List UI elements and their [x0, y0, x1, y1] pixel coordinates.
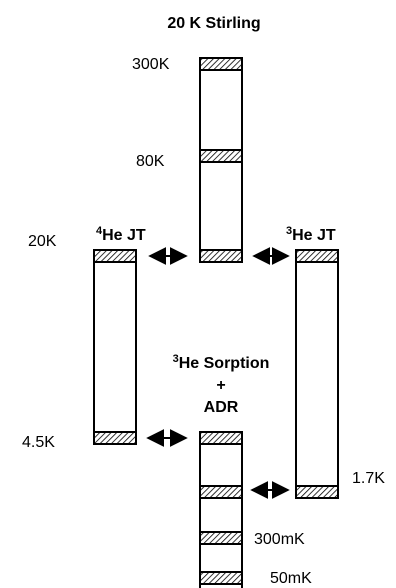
he4-jt-stage: 4He JT 20K 4.5K [22, 225, 146, 451]
stirling-80k-plate [199, 149, 243, 163]
he3-jt-label: 3He JT [286, 225, 336, 244]
stirling-20k-plate [199, 249, 243, 263]
adr-label: ADR [204, 399, 239, 416]
sorption-4-5k-plate [199, 431, 243, 445]
sorption-adr-stage: 3He Sorption + ADR 300mK 50mK [173, 353, 312, 588]
he3-jt-stage: 3He JT 1.7K [286, 225, 385, 499]
he3-jt-label-main: He JT [292, 227, 336, 244]
temp-label-300k: 300K [132, 56, 170, 73]
he3-jt-bottom-plate [295, 485, 339, 499]
sorption-label-main: He Sorption [179, 355, 270, 372]
he4-jt-bottom-plate [93, 431, 137, 445]
he3-jt-column [295, 249, 339, 499]
temp-label-4-5k: 4.5K [22, 434, 55, 451]
temp-label-50mk: 50mK [270, 570, 312, 587]
he4-jt-label-sup: 4 [96, 225, 103, 237]
thermal-links [146, 247, 290, 499]
sorption-label-sup: 3 [173, 353, 179, 365]
stirling-300k-plate [199, 57, 243, 71]
sorption-label: 3He Sorption [173, 353, 270, 372]
stirling-stage: 300K 80K [132, 56, 243, 263]
sorption-300mk-plate [199, 531, 243, 545]
sorption-1-7k-plate [199, 485, 243, 499]
he4-jt-label: 4He JT [96, 225, 146, 244]
temp-label-20k: 20K [28, 233, 57, 250]
he4-jt-label-main: He JT [102, 227, 146, 244]
temp-label-300mk: 300mK [254, 531, 305, 548]
he4-jt-top-plate [93, 249, 137, 263]
he3-jt-label-sup: 3 [286, 225, 292, 237]
sorption-50mk-plate [199, 571, 243, 585]
diagram-title: 20 K Stirling [167, 15, 260, 32]
temp-label-80k: 80K [136, 153, 165, 170]
he3-jt-top-plate [295, 249, 339, 263]
he4-jt-column [93, 249, 137, 445]
sorption-plus-label: + [216, 377, 225, 394]
temp-label-1-7k: 1.7K [352, 470, 385, 487]
